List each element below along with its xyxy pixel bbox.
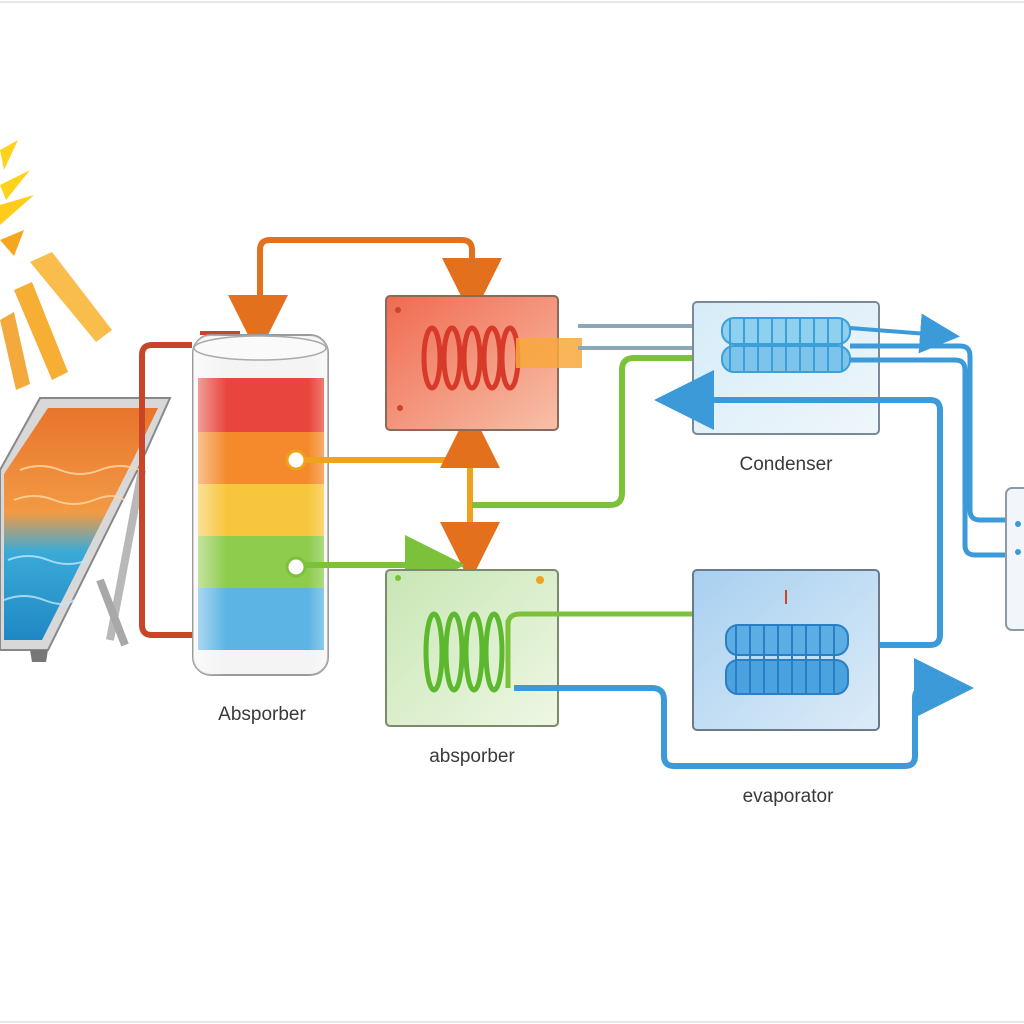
cond-outlet-arrow [849,313,960,354]
cond-to-device-pipe-2 [850,357,1008,558]
absorber-unit [385,569,559,727]
evaporator-return-loop [514,658,974,769]
condenser-evaporator-loop [690,397,943,648]
cond-to-device-pipe-1 [850,343,1008,523]
condenser-label: Condenser [740,454,834,475]
absorber-label: absporber [429,746,515,767]
condenser-unit [692,301,880,435]
hot-supply-pipe [257,237,502,330]
coil-icon [721,317,851,373]
solar-panel-icon [0,397,172,662]
sun-icon [0,140,112,390]
absorber-to-condenser-pipe [472,355,695,508]
tank-label: Absporber [218,704,306,725]
coil-icon [423,611,505,693]
coil-icon [725,624,849,695]
evaporator-unit [692,569,880,731]
cooling-device [1005,487,1024,631]
collector-return-pipe [139,342,192,638]
storage-tank [192,334,329,676]
coil-icon [421,325,521,391]
evaporator-label: evaporator [743,786,835,807]
generator-unit [385,295,582,431]
